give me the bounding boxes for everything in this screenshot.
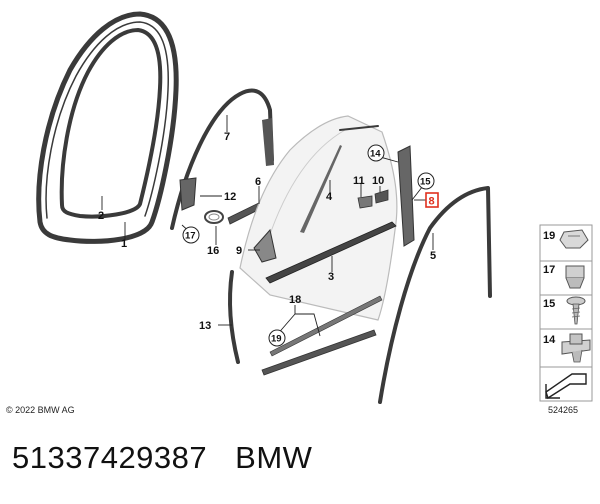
parts-diagram: 1 2 3 4 5 6 7 8 9 10 11 12 13 14 15 16 1… [36, 11, 593, 404]
svg-text:3: 3 [328, 271, 334, 283]
svg-text:17: 17 [185, 231, 196, 242]
svg-text:7: 7 [224, 131, 230, 143]
side-part-17[interactable]: 17 [543, 264, 585, 289]
svg-text:4: 4 [326, 191, 333, 203]
svg-text:8: 8 [429, 196, 435, 208]
callout-10[interactable]: 10 [372, 175, 384, 187]
callout-15[interactable]: 15 [417, 172, 435, 190]
callout-16[interactable]: 16 [207, 245, 219, 257]
callout-6[interactable]: 6 [255, 176, 261, 188]
callout-9[interactable]: 9 [236, 245, 242, 257]
part-10-11-brackets [357, 189, 389, 209]
svg-text:16: 16 [207, 245, 219, 257]
svg-text:9: 9 [236, 245, 242, 257]
svg-text:6: 6 [255, 176, 261, 188]
callout-3[interactable]: 3 [328, 271, 334, 283]
callout-17[interactable]: 17 [182, 226, 200, 244]
svg-text:18: 18 [289, 294, 301, 306]
expanding-nut-icon [561, 333, 591, 363]
callout-11[interactable]: 11 [353, 175, 365, 187]
part-12-mirror-triangle [179, 177, 197, 211]
svg-text:5: 5 [430, 250, 436, 262]
side-part-15[interactable]: 15 [543, 296, 586, 325]
part-1-outer-door-seal [36, 11, 179, 244]
side-part-14[interactable]: 14 [543, 333, 591, 363]
svg-text:14: 14 [370, 149, 381, 160]
svg-text:1: 1 [121, 238, 127, 250]
side-part-19[interactable]: 19 [543, 229, 589, 249]
callout-13[interactable]: 13 [199, 320, 211, 332]
part-9-corner-piece [253, 228, 277, 263]
side-parts-legend: 19 17 15 14 [539, 224, 593, 402]
clip-icon [559, 229, 589, 249]
callout-18[interactable]: 18 [289, 294, 301, 306]
callout-14[interactable]: 14 [367, 144, 385, 162]
part-5-rear-channel [378, 186, 492, 404]
svg-text:11: 11 [353, 175, 365, 187]
part-16-grommet [204, 210, 224, 224]
part-13-edge-seal [228, 270, 240, 364]
svg-text:19: 19 [543, 230, 555, 242]
leader-lines [101, 115, 434, 337]
svg-text:17: 17 [543, 264, 555, 276]
nut-clip-icon [565, 265, 585, 289]
svg-text:2: 2 [98, 210, 104, 222]
callout-2[interactable]: 2 [98, 210, 104, 222]
callout-8-highlighted[interactable]: 8 [425, 192, 439, 208]
part-18-sill-strip [261, 295, 383, 376]
part-3-window-strip [265, 221, 397, 284]
callout-4[interactable]: 4 [326, 191, 333, 203]
svg-text:13: 13 [199, 320, 211, 332]
diagram-id: 524265 [548, 405, 579, 415]
callout-19[interactable]: 19 [268, 329, 286, 347]
svg-text:14: 14 [543, 334, 556, 346]
part-footer: 51337429387 BMW [12, 440, 312, 480]
callout-5[interactable]: 5 [430, 250, 436, 262]
callout-7[interactable]: 7 [224, 131, 230, 143]
arrow-icon[interactable] [545, 373, 587, 400]
svg-text:15: 15 [543, 298, 555, 310]
part-4-frame-strip [300, 125, 379, 233]
part-8-pillar-trim [397, 145, 415, 247]
door-shell [239, 115, 398, 321]
svg-text:10: 10 [372, 175, 384, 187]
svg-text:15: 15 [420, 177, 431, 188]
callout-1[interactable]: 1 [121, 238, 127, 250]
svg-text:19: 19 [271, 334, 282, 345]
part-2-inner-door-seal [59, 28, 163, 219]
screw-icon [566, 296, 586, 325]
brand-name: BMW [235, 440, 313, 475]
callout-12[interactable]: 12 [224, 191, 236, 203]
svg-text:12: 12 [224, 191, 236, 203]
copyright-notice: © 2022 BMW AG [6, 405, 75, 415]
part-number: 51337429387 [12, 440, 208, 475]
